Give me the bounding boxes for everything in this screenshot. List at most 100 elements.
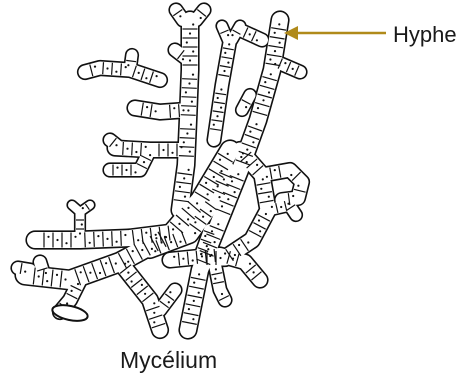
septum (70, 284, 82, 292)
nucleus-dot (284, 62, 287, 65)
nucleus-dot (231, 257, 235, 260)
hypha-fill-9 (104, 134, 126, 154)
septum (200, 238, 212, 244)
septum (187, 200, 201, 213)
nucleus-dot (124, 262, 127, 265)
septum (149, 71, 154, 83)
septum (218, 73, 230, 77)
nucleus-dot (238, 243, 241, 247)
nucleus-dot (264, 212, 267, 216)
nucleus-dot (248, 262, 252, 265)
nucleus-dot (183, 177, 186, 180)
nucleus-dot (231, 34, 234, 37)
septum (232, 29, 241, 35)
nucleus-dot (179, 240, 182, 243)
hypha-fill-29 (12, 262, 36, 276)
septum (151, 322, 166, 329)
nucleus-dot (155, 75, 158, 78)
nucleus-dot (248, 33, 251, 36)
septum (125, 248, 135, 265)
nucleus-dot (207, 248, 210, 251)
hypha-fill-13 (266, 54, 306, 78)
septum (50, 269, 54, 287)
nucleus-dot (249, 130, 252, 133)
nucleus-dot (199, 16, 202, 20)
septum (220, 29, 229, 35)
septum (140, 142, 142, 157)
septum (19, 263, 23, 274)
nucleus-dot (171, 151, 174, 154)
septum (194, 215, 207, 225)
septum (149, 227, 153, 243)
septum (109, 137, 117, 148)
nucleus-dot (267, 91, 271, 94)
nucleus-dot (209, 210, 212, 213)
hyphe-pointer-arrow (284, 26, 386, 40)
hypha-fill-11 (124, 49, 138, 76)
septum (93, 231, 95, 247)
nucleus-dot (223, 69, 226, 73)
septum (215, 92, 227, 96)
septum (269, 36, 285, 40)
nucleus-dot (273, 31, 276, 34)
nucleus-dot (240, 155, 243, 159)
nucleus-dot (55, 273, 59, 276)
septum (140, 102, 144, 116)
nucleus-dot (287, 202, 290, 205)
hypha-fill-25 (154, 284, 181, 316)
nucleus-dot (252, 141, 255, 144)
nucleus-dot (264, 81, 267, 84)
nucleus-dot (257, 219, 261, 222)
septum (253, 222, 266, 230)
nucleus-dot (265, 175, 268, 178)
septum (148, 314, 163, 320)
septum (221, 56, 233, 60)
nucleus-dot (212, 175, 215, 179)
nucleus-dot (222, 178, 225, 181)
nucleus-dot (187, 308, 190, 311)
septum (257, 93, 273, 99)
nucleus-dot (278, 23, 281, 26)
septum (181, 87, 197, 89)
nucleus-dot (292, 194, 295, 198)
nucleus-dot (154, 233, 157, 236)
septum (131, 65, 137, 78)
nucleus-dot (224, 51, 227, 55)
nucleus-dot (181, 58, 185, 61)
nucleus-dot (194, 221, 197, 224)
nucleus-dot (200, 255, 204, 258)
nucleus-dot (259, 230, 262, 233)
nucleus-dot (186, 132, 189, 135)
nucleus-dot (273, 169, 276, 172)
septum (179, 137, 195, 139)
hypha-fill-3 (170, 4, 189, 26)
hypha-fill-26 (112, 254, 168, 338)
nucleus-dot (125, 168, 128, 172)
nucleus-dot (210, 230, 214, 233)
septum (188, 285, 204, 290)
nucleus-dot (290, 173, 293, 177)
nucleus-dot (226, 152, 229, 155)
septum (190, 276, 206, 281)
septum (213, 160, 229, 171)
nucleus-dot (185, 41, 188, 44)
septum (240, 238, 249, 252)
septum (244, 133, 260, 141)
nucleus-dot (192, 318, 195, 321)
nucleus-dot (130, 280, 133, 283)
nucleus-dot (116, 166, 119, 169)
septum (293, 188, 306, 193)
septum (250, 31, 257, 42)
nucleus-dot (230, 180, 234, 183)
septum (91, 262, 99, 280)
septum (181, 105, 197, 107)
nucleus-dot (182, 257, 185, 260)
septum (189, 223, 202, 233)
nucleus-dot (273, 50, 277, 53)
septum (187, 294, 203, 299)
septum (178, 155, 194, 157)
septum (247, 125, 263, 132)
nucleus-dot (219, 256, 222, 260)
nucleus-dot (255, 39, 258, 42)
